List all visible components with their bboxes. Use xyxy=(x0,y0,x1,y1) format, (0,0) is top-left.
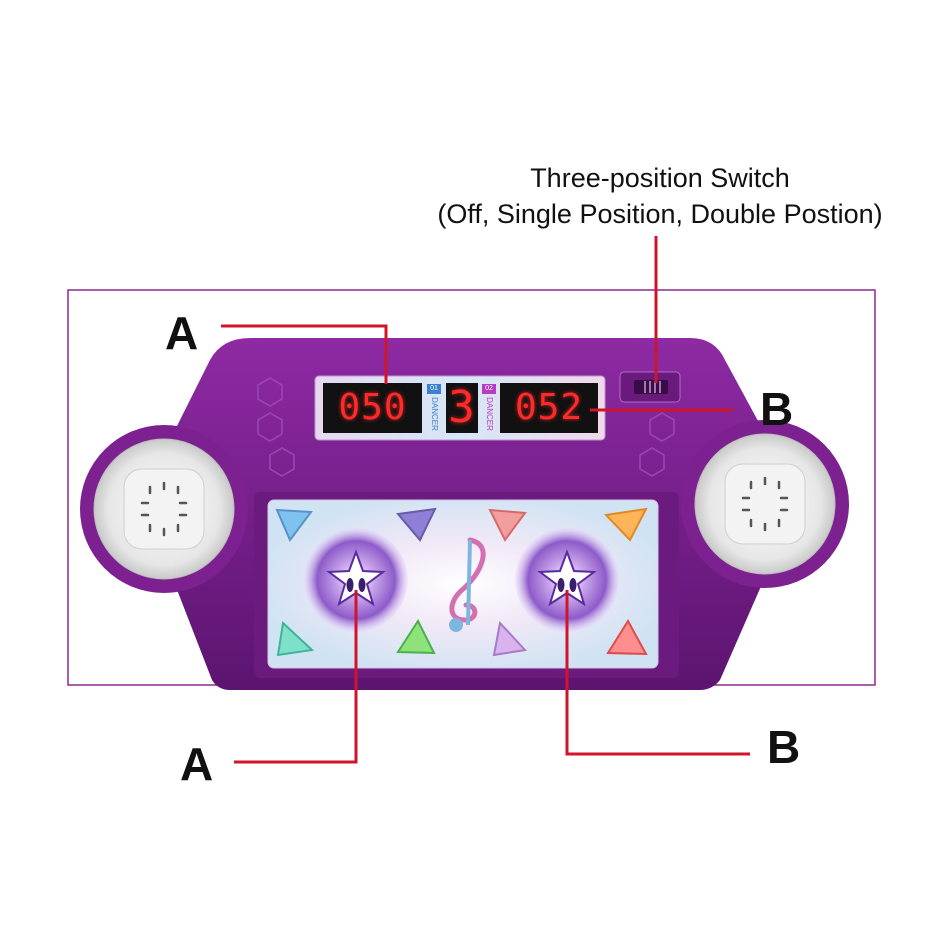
leader-b-bottom xyxy=(565,590,750,756)
switch-label: Three-position Switch (Off, Single Posit… xyxy=(400,160,920,232)
arrow-buttons[interactable] xyxy=(275,507,648,657)
p2-tag: 02 xyxy=(485,385,493,392)
leader-lines xyxy=(221,236,750,764)
player2-score: 052 xyxy=(514,387,584,428)
player2-score-screen xyxy=(500,383,598,433)
level-screen xyxy=(446,383,478,433)
callout-a-top: A xyxy=(165,307,199,359)
arrow-up-left-button-b[interactable] xyxy=(488,508,527,542)
p1-tag: 01 xyxy=(430,385,438,392)
p2-tag-box xyxy=(482,384,496,394)
player1-score: 050 xyxy=(338,387,407,428)
switch-label-line2: (Off, Single Position, Double Postion) xyxy=(437,199,883,229)
leader-a-bottom xyxy=(234,590,358,764)
player-b-foot-orb[interactable] xyxy=(515,528,619,632)
arrow-up-right-button[interactable] xyxy=(396,507,437,542)
level-indicator: 3 xyxy=(448,382,476,433)
player1-score-screen xyxy=(323,383,422,433)
hexagon-decoration xyxy=(257,377,675,477)
callout-a-bottom: A xyxy=(180,738,214,790)
switch-label-line1: Three-position Switch xyxy=(530,163,790,193)
p1-tag-box xyxy=(427,384,441,394)
right-speaker xyxy=(681,420,849,588)
leader-a-top xyxy=(221,324,388,384)
arrow-up-left-button[interactable] xyxy=(275,508,313,542)
p1-dancer-label: DANCER xyxy=(430,397,439,431)
left-speaker xyxy=(80,425,248,593)
three-position-switch[interactable] xyxy=(619,371,681,403)
callout-b-right: B xyxy=(760,383,794,435)
arrow-down-right-button-b[interactable] xyxy=(606,619,648,656)
arrow-down-right-button[interactable] xyxy=(396,618,436,655)
arrow-up-right-button-b[interactable] xyxy=(603,507,648,542)
arrow-down-left-button[interactable] xyxy=(276,620,315,657)
music-note-icon xyxy=(449,537,486,632)
p2-dancer-label: DANCER xyxy=(485,397,494,431)
arrow-down-left-button-b[interactable] xyxy=(492,620,528,657)
callout-b-bottom: B xyxy=(767,721,801,773)
